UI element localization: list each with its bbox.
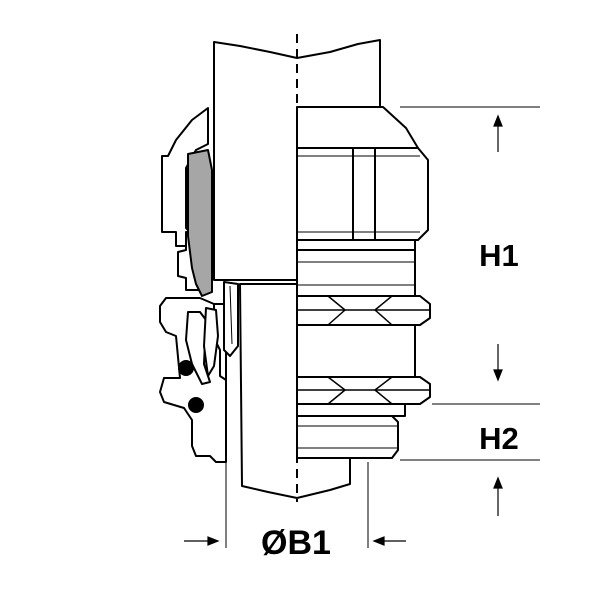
seal-line [229, 285, 233, 345]
dimension-arrows [184, 114, 503, 546]
dimension-label-h2: H2 [479, 421, 519, 456]
seal-insert [187, 149, 213, 297]
gland-external-view [296, 106, 431, 459]
neck-ring [296, 249, 416, 297]
hex-flat-line [327, 295, 346, 311]
arrow-right-icon [207, 536, 220, 546]
dome-cap [297, 106, 419, 149]
hex-flat-line [327, 309, 346, 326]
dimension-label-h1: H1 [479, 238, 519, 273]
hex-flat-line [374, 389, 393, 405]
thread-entry [297, 415, 399, 459]
hex-flat-line [374, 309, 393, 326]
hex-flat-line [327, 376, 346, 391]
dimension-lines [225, 106, 540, 548]
upper-hex-nut [297, 147, 429, 241]
washer [296, 403, 406, 417]
dimension-label-b1: ØB1 [261, 524, 331, 562]
hex-flat-line [327, 389, 346, 405]
gland-cross-section [159, 107, 239, 463]
arrow-down-icon [493, 369, 503, 382]
seal-lamella [203, 307, 219, 377]
neck-ring [296, 239, 416, 251]
o-ring [178, 360, 194, 376]
hex-flat-line [374, 295, 393, 311]
o-ring [188, 397, 204, 413]
arrow-up-icon [493, 114, 503, 127]
hex-flat-line [374, 376, 393, 391]
arrow-left-icon [372, 536, 385, 546]
gland-body [296, 324, 416, 378]
arrow-up-icon [493, 476, 503, 489]
